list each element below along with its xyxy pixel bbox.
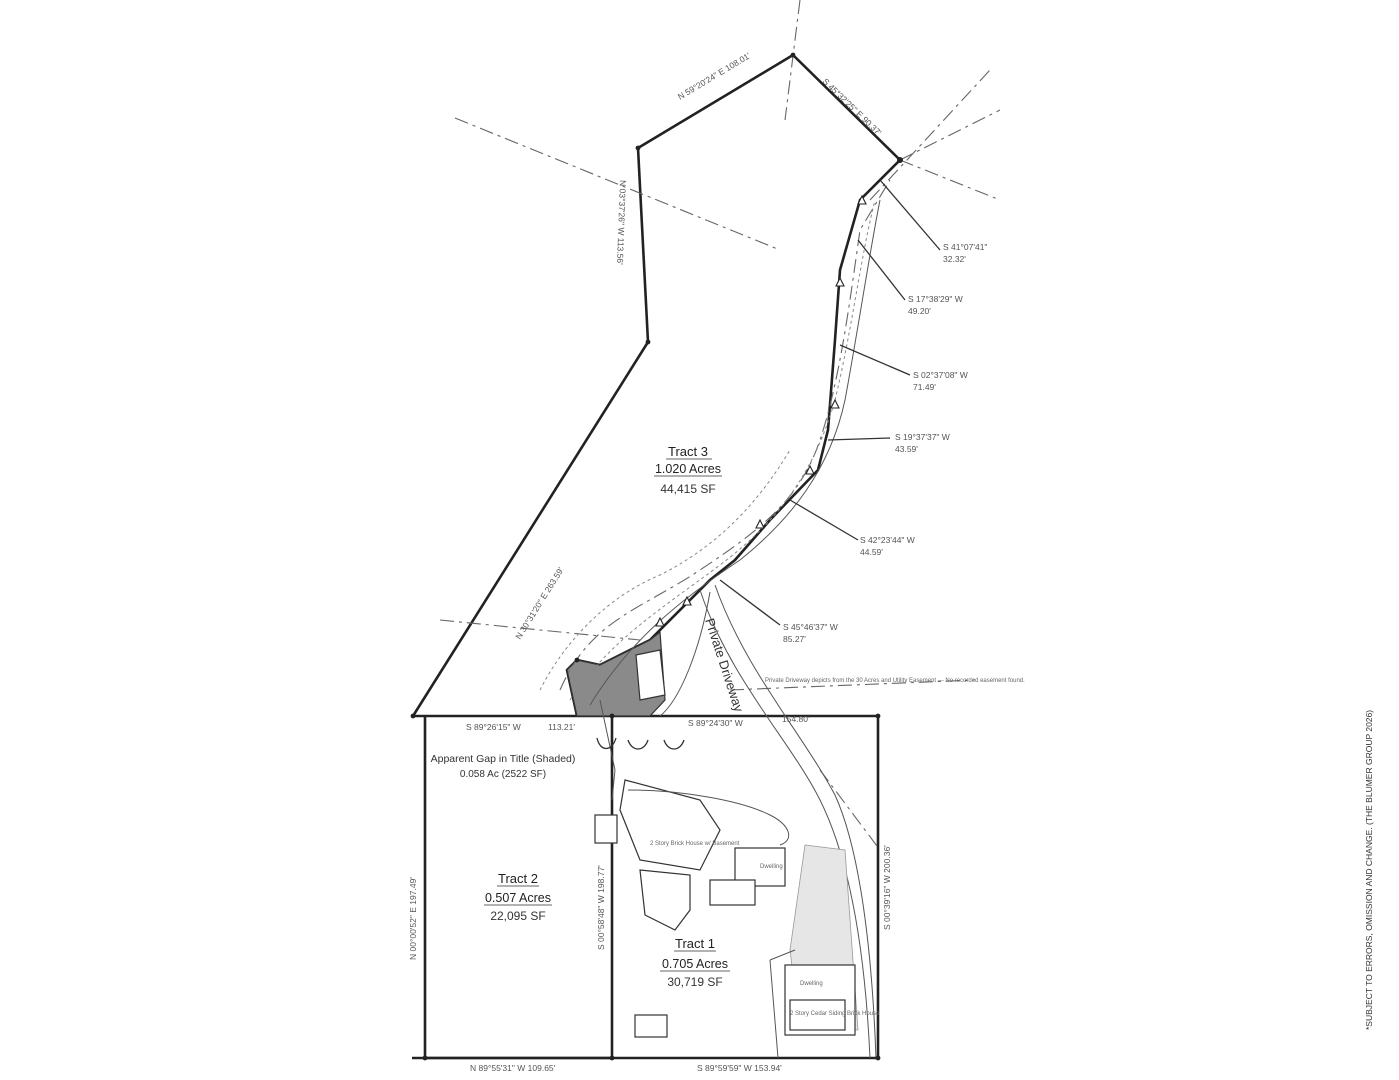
driveway-label: Private Driveway	[702, 616, 747, 714]
bearing-e6-dist: 85.27'	[783, 634, 806, 644]
bearing-e5: S 42°23'44" W	[860, 535, 915, 545]
bearing-e4: S 19°37'37" W	[895, 432, 950, 442]
bearing-e5-dist: 44.59'	[860, 547, 883, 557]
tract3-name: Tract 3	[668, 444, 708, 459]
gap-title: Apparent Gap in Title (Shaded)	[431, 753, 576, 765]
tract2-sf: 22,095 SF	[490, 909, 545, 923]
bearing-e2-dist: 49.20'	[908, 306, 931, 316]
bearing-s1: S 89°26'15" W	[466, 722, 521, 732]
bearing-s1-dist: 113.21'	[548, 722, 575, 732]
corner-markers	[410, 52, 903, 1061]
structures	[594, 649, 856, 1059]
bearing-east: S 00°39'16" W 200.36'	[882, 845, 892, 930]
tract2-name: Tract 2	[498, 871, 538, 886]
bearing-northeast: S 45°32'25" E 90.37'	[821, 76, 884, 137]
bearing-south-1: N 89°55'31" W 109.65'	[470, 1063, 556, 1073]
bearing-e6: S 45°46'37" W	[783, 622, 838, 632]
tract3-sf: 44,415 SF	[660, 482, 715, 496]
bearing-west-1: N 03°37'26" W 113.56'	[615, 180, 628, 265]
bearing-e3-dist: 71.49'	[913, 382, 936, 392]
tract3-label: Tract 3 1.020 Acres 44,415 SF	[654, 444, 722, 496]
bearing-tract2-west: N 00°00'52" E 197.49'	[408, 877, 418, 960]
tract2-label: Tract 2 0.507 Acres 22,095 SF	[484, 871, 552, 923]
bearing-e2: S 17°38'29" W	[908, 294, 963, 304]
house1-label: 2 Story Brick House w/ Basement	[650, 841, 740, 847]
tract1-name: Tract 1	[675, 936, 715, 951]
bearing-e3: S 02°37'08" W	[913, 370, 968, 380]
tract1-sf: 30,719 SF	[667, 975, 722, 989]
tract1-label: Tract 1 0.705 Acres 30,719 SF	[660, 936, 730, 989]
bearing-e4-dist: 43.59'	[895, 444, 918, 454]
tract2-acres: 0.507 Acres	[485, 891, 551, 905]
bearing-s2-dist: 154.80'	[782, 714, 810, 724]
triangle-markers	[655, 194, 867, 627]
tract3-acres: 1.020 Acres	[655, 462, 721, 476]
tract2-boundary	[423, 716, 612, 1060]
tract3-boundary	[411, 53, 902, 717]
driveway-note: Private Driveway depicts from the 30 Acr…	[765, 678, 1025, 684]
bearing-e1: S 41°07'41"	[943, 242, 987, 252]
bearing-north-1: N 59°20'24" E 108.01'	[676, 50, 753, 101]
dwelling-label-1: Dwelling	[760, 864, 783, 870]
bearing-west-2: N 30°31'20" E 263.59'	[513, 565, 566, 641]
house2-label: 2 Story Cedar Siding Brick House	[790, 1011, 880, 1017]
disclaimer: *SUBJECT TO ERRORS, OMISSION AND CHANGE.…	[1364, 710, 1374, 1030]
gap-area: 0.058 Ac (2522 SF)	[460, 769, 546, 780]
bearing-s2: S 89°24'30" W	[688, 718, 743, 728]
bearing-tract1-west: S 00°58'48" W 198.77'	[596, 865, 606, 950]
bearing-e1-dist: 32.32'	[943, 254, 966, 264]
dwelling-label-2: Dwelling	[800, 981, 823, 987]
tract1-acres: 0.705 Acres	[662, 957, 728, 971]
bearing-south-2: S 89°59'59" W 153.94'	[697, 1063, 782, 1073]
